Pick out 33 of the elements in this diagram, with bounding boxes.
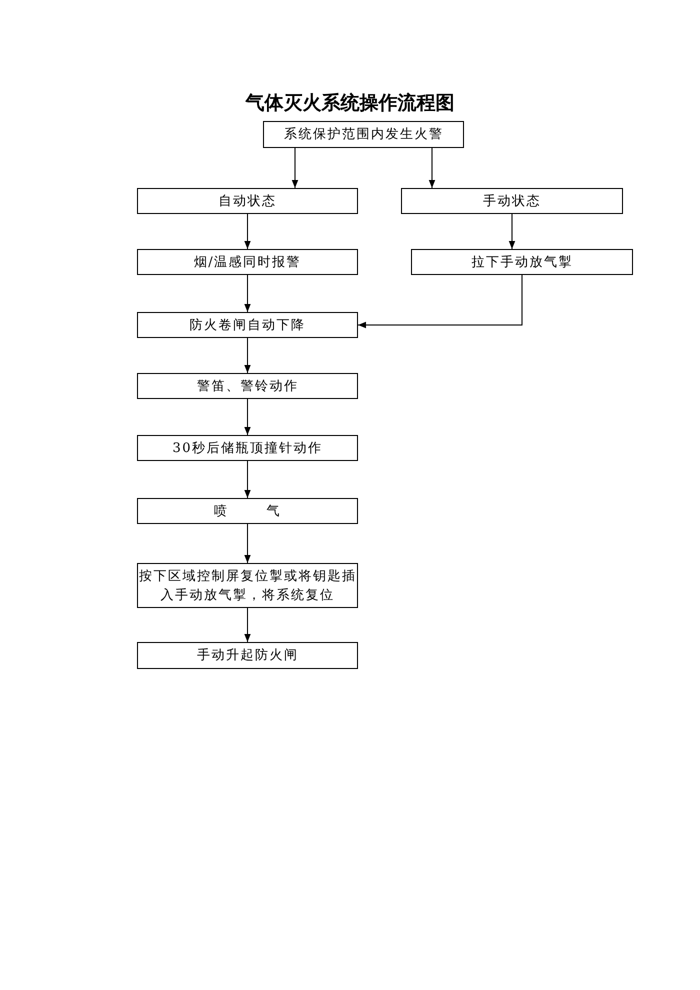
- arrow: [244, 398, 251, 436]
- process-box: [263, 121, 464, 148]
- title: 气体灭火系统操作流程图: [244, 91, 456, 116]
- arrow: [244, 460, 251, 498]
- step-text: 按下区域控制屏复位掣或将钥匙插入手动放气掣，将系统复位: [138, 568, 357, 604]
- step-text: 警笛、警铃动作: [196, 378, 298, 396]
- step-text: 系统保护范围内发生火警: [284, 126, 444, 144]
- process-box: [137, 312, 358, 338]
- step-text: 自动状态: [218, 192, 276, 210]
- process-box: [411, 249, 633, 275]
- step-text: 拉下手动放气掣: [471, 254, 573, 272]
- process-box: [137, 188, 358, 214]
- process-box: [137, 373, 358, 399]
- step-text: 防火卷闸自动下降: [190, 316, 306, 334]
- arrow: [244, 274, 251, 312]
- step-text: 手动升起防火闸: [196, 647, 298, 665]
- arrow: [508, 214, 516, 250]
- step-text: 喷 气: [214, 502, 282, 520]
- arrow: [244, 524, 251, 564]
- process-box: [137, 498, 358, 524]
- arrow: [244, 608, 251, 642]
- step-text: 手动状态: [483, 192, 541, 210]
- process-box: [137, 435, 358, 461]
- process-box: [401, 188, 623, 214]
- process-box: [137, 642, 358, 669]
- step-text: 30秒后储瓶顶撞针动作: [172, 440, 323, 458]
- process-box: [137, 249, 358, 275]
- step-text: 烟/温感同时报警: [194, 254, 302, 272]
- arrow: [358, 274, 522, 328]
- arrow: [244, 338, 251, 374]
- arrow: [428, 148, 436, 188]
- arrow: [244, 214, 251, 250]
- arrow: [292, 148, 298, 188]
